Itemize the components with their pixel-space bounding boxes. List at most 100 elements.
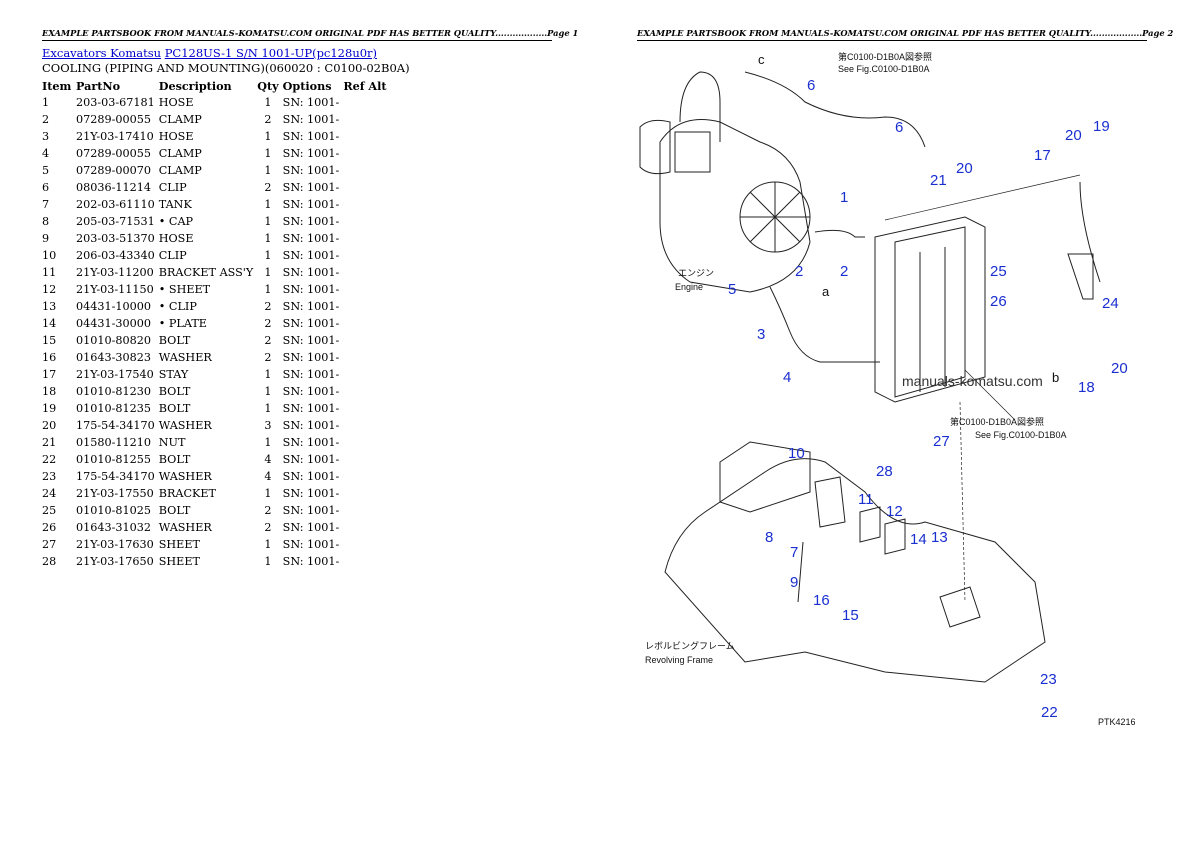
callout-21: 21 [930, 172, 947, 189]
header-item: Item [42, 78, 72, 93]
cell-ref-alt [343, 519, 390, 536]
callout-1: 1 [840, 189, 848, 206]
stay [1079, 181, 1101, 283]
cell-description: TANK [158, 198, 192, 211]
right-page: EXAMPLE PARTSBOOK FROM MANUALS-KOMATSU.C… [595, 0, 1190, 842]
callout-11: 11 [858, 491, 874, 508]
cell-description: SHEET [158, 555, 200, 568]
cell-qty: 2 [264, 504, 272, 517]
cell-qty: 1 [264, 283, 272, 296]
cell-item: 6 [42, 181, 50, 194]
figure-code: PTK4216 [1098, 717, 1136, 727]
cell-partno: 01643-31032 [76, 521, 151, 534]
cell-ref-alt [343, 332, 390, 349]
callout-24: 24 [1102, 295, 1119, 312]
cell-partno: 205-03-71531 [76, 215, 155, 228]
cell-item: 28 [42, 555, 57, 568]
cell-options: SN: 1001- [282, 96, 340, 109]
cell-partno: 01580-11210 [76, 436, 151, 449]
hose-top [744, 71, 926, 148]
cell-partno: 203-03-67181 [76, 96, 155, 109]
cell-item: 23 [42, 470, 57, 483]
cell-partno: 203-03-51370 [76, 232, 155, 245]
callout-17: 17 [1034, 147, 1051, 164]
cell-partno: 07289-00055 [76, 147, 151, 160]
header-description: Description [158, 78, 232, 93]
callout-6: 6 [895, 119, 903, 136]
cell-ref-alt [343, 213, 390, 230]
cell-qty: 1 [264, 368, 272, 381]
callout-9: 9 [790, 574, 798, 591]
cell-item: 5 [42, 164, 50, 177]
callout-14: 14 [910, 531, 927, 548]
cell-options: SN: 1001- [282, 266, 340, 279]
cell-item: 15 [42, 334, 57, 347]
breadcrumb: Excavators Komatsu PC128US-1 S/N 1001-UP… [42, 46, 377, 60]
engine-top [679, 71, 721, 142]
cell-item: 27 [42, 538, 57, 551]
cell-partno: 01010-81235 [76, 402, 151, 415]
cell-description: BRACKET [158, 487, 217, 500]
breadcrumb-link-category[interactable]: Excavators Komatsu [42, 46, 162, 60]
callout-2: 2 [795, 263, 803, 280]
cell-description: HOSE [158, 232, 194, 245]
callout-4: 4 [783, 369, 791, 386]
cell-options: SN: 1001- [282, 130, 340, 143]
cell-options: SN: 1001- [282, 300, 340, 313]
breadcrumb-link-model[interactable]: PC128US-1 S/N 1001-UP(pc128u0r) [164, 46, 378, 60]
cell-description: WASHER [158, 351, 212, 364]
cell-description: WASHER [158, 521, 212, 534]
cell-description: WASHER [158, 470, 212, 483]
callout-3: 3 [757, 326, 765, 343]
callout-28: 28 [876, 463, 893, 480]
revolving-frame [664, 458, 1046, 683]
engine-label-en: Engine [675, 282, 703, 292]
cell-description: BRACKET ASS'Y [158, 266, 254, 279]
callout-20: 20 [956, 160, 973, 177]
watermark: manuals-komatsu.com [902, 373, 1043, 389]
left-page: EXAMPLE PARTSBOOK FROM MANUALS-KOMATSU.C… [42, 28, 578, 568]
cell-qty: 1 [264, 402, 272, 415]
cell-qty: 3 [264, 419, 272, 432]
cell-ref-alt [343, 366, 390, 383]
cell-item: 14 [42, 317, 57, 330]
cell-item: 4 [42, 147, 50, 160]
cell-options: SN: 1001- [282, 402, 340, 415]
cell-partno: 206-03-43340 [76, 249, 155, 262]
cell-qty: 1 [264, 130, 272, 143]
cell-options: SN: 1001- [282, 232, 340, 245]
cell-qty: 2 [264, 351, 272, 364]
cell-ref-alt [343, 536, 390, 553]
cell-item: 1 [42, 96, 50, 109]
engine-outline [659, 119, 811, 293]
cell-qty: 1 [264, 555, 272, 568]
cell-options: SN: 1001- [282, 317, 340, 330]
cell-ref-alt [343, 264, 390, 281]
radiator [874, 216, 986, 403]
callout-22: 22 [1041, 704, 1058, 721]
cell-qty: 1 [264, 232, 272, 245]
cell-qty: 2 [264, 317, 272, 330]
cell-partno: 175-54-34170 [76, 470, 155, 483]
cell-partno: 07289-00055 [76, 113, 151, 126]
cell-qty: 1 [264, 538, 272, 551]
cell-ref-alt [343, 162, 390, 179]
cell-description: CLIP [158, 249, 187, 262]
cell-description: • CAP [158, 215, 194, 228]
cell-item: 24 [42, 487, 57, 500]
cell-ref-alt [343, 315, 390, 332]
cell-qty: 1 [264, 198, 272, 211]
cell-description: BOLT [158, 504, 191, 517]
cell-ref-alt [343, 196, 390, 213]
parts-table-header: Item PartNo Description Qty Options Ref … [42, 77, 391, 94]
cell-qty: 1 [264, 215, 272, 228]
